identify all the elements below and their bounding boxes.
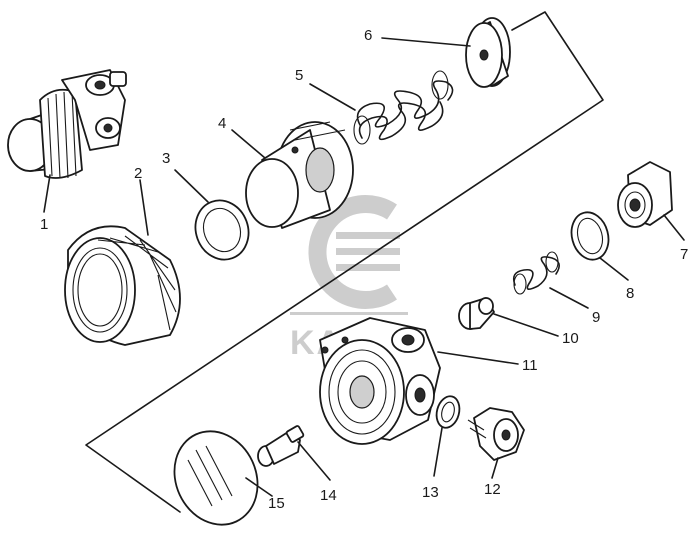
part-label-11: 11 [522,357,538,374]
part-13-washer [435,395,461,429]
part-3-washer [194,199,250,261]
part-4-piston [245,121,354,229]
part-label-9: 9 [592,309,600,326]
part-11-valve-body [319,317,441,445]
part-1-housing [7,69,127,179]
leader-15 [245,477,273,497]
leader-12 [491,457,499,479]
part-label-10: 10 [562,330,579,347]
part-12-hex-fitting [467,407,525,461]
part-label-13: 13 [422,484,439,501]
part-label-5: 5 [295,67,303,84]
leader-2 [139,179,149,236]
leader-7 [663,214,685,241]
leader-9 [549,287,589,309]
part-7-cap [617,161,673,228]
leader-5 [309,83,356,111]
part-8-ring [570,211,610,261]
part-label-8: 8 [626,285,634,302]
part-15-cover-disc [173,430,259,526]
leader-4 [231,129,266,159]
leader-13 [433,427,443,477]
part-label-1: 1 [40,216,48,233]
part-label-2: 2 [134,165,142,182]
part-label-15: 15 [268,495,285,512]
part-label-4: 4 [218,115,226,132]
part-label-7: 7 [680,246,688,263]
part-5-spring [353,70,454,145]
part-label-6: 6 [364,27,372,44]
leader-6 [381,37,471,47]
part-10-plug [458,297,495,330]
part-9-small-spring [512,251,560,295]
part-14-screw [257,425,305,467]
part-2-nut [64,225,181,346]
leader-11 [437,351,519,365]
part-6-disc [465,17,511,88]
leader-3 [174,169,209,203]
leader-8 [599,257,629,281]
watermark-arc [308,195,397,309]
part-label-14: 14 [320,487,337,504]
assembly-bracket-line [85,11,604,513]
leader-1 [43,174,51,213]
leader-14 [297,441,331,481]
part-label-12: 12 [484,481,501,498]
leader-10 [493,313,559,337]
part-label-3: 3 [162,150,170,167]
